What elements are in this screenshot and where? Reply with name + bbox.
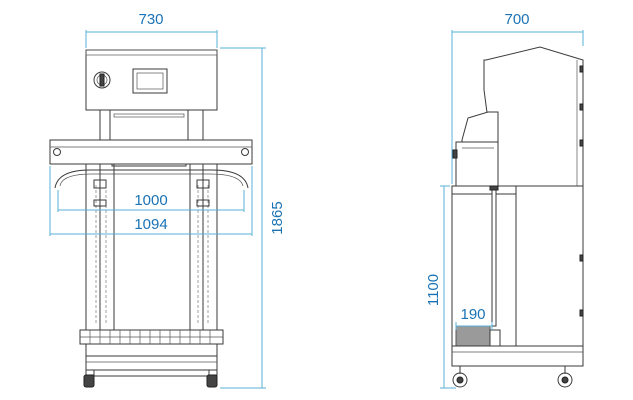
front-caster-left <box>83 369 95 388</box>
dim-1000: 1000 <box>134 192 167 209</box>
side-caster-right <box>557 366 573 388</box>
dim-1865: 1865 <box>269 201 286 234</box>
control-display <box>132 68 168 94</box>
front-caster-right <box>206 369 218 388</box>
dim-700: 700 <box>504 11 529 28</box>
guide-rail <box>54 169 249 189</box>
dim-730: 730 <box>138 11 163 28</box>
dim-1094: 1094 <box>134 216 167 233</box>
dim-1100: 1100 <box>425 274 442 306</box>
dial-knob <box>93 71 111 89</box>
side-caster-left <box>452 366 468 388</box>
side-dimensions <box>440 30 584 389</box>
front-dimensions <box>49 30 266 389</box>
front-upper-cabinet <box>85 49 218 111</box>
front-lower-frame <box>79 163 224 377</box>
side-view <box>451 46 584 388</box>
side-lid <box>452 111 499 187</box>
side-upper-cabinet <box>483 46 584 187</box>
worktable-bar <box>49 139 253 165</box>
front-view <box>49 49 253 388</box>
side-lower-cabinet <box>451 185 584 367</box>
dim-190: 190 <box>460 306 485 323</box>
pump-unit <box>455 325 491 347</box>
